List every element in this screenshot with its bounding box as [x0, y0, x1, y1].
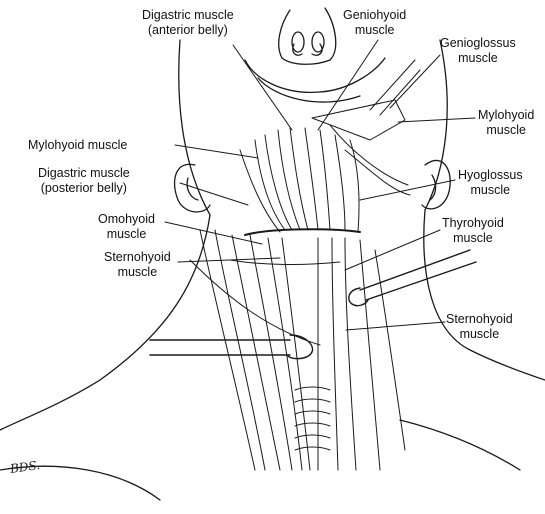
jaw-outline [178, 39, 448, 216]
retractor-right [348, 249, 477, 307]
ear-left [173, 163, 211, 213]
retractor-left [149, 334, 314, 360]
label-digastric-posterior-belly: Digastric muscle(posterior belly) [38, 166, 130, 195]
ear-right [421, 159, 451, 210]
label-digastric-anterior-belly: Digastric muscle(anterior belly) [142, 8, 234, 37]
nose-outline [278, 7, 337, 65]
strap-muscles [189, 229, 406, 471]
hyoid-bone [244, 228, 361, 236]
neck-outline [0, 209, 545, 501]
label-mylohyoid-left: Mylohyoid muscle [28, 138, 128, 152]
floor-of-mouth-muscles [239, 59, 421, 233]
leader-lines [164, 39, 476, 331]
trachea [294, 386, 331, 451]
